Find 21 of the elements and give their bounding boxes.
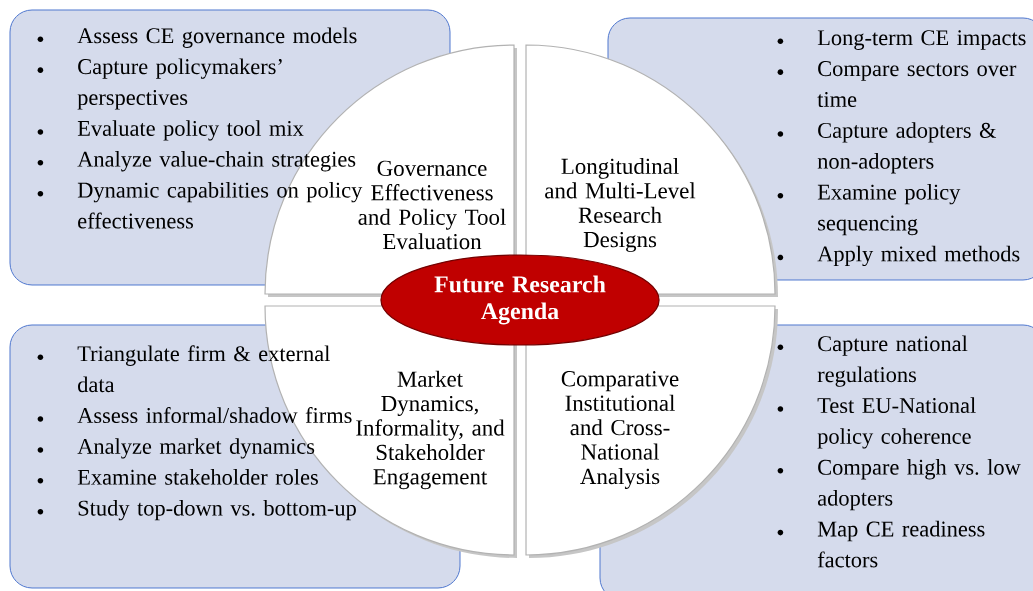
node-label: Capture policymakers’ perspectives [77, 58, 282, 110]
node-label: Triangulate firm & external data [77, 345, 330, 393]
node-label: Examine stakeholder roles [77, 469, 318, 485]
bullet-list: Long-term CE impacts Compare sectors over time Capture adopters & non-adopters Examine policy sequencing Apply mixed methods [777, 30, 1026, 267]
bullet-list: Triangulate firm & external data Assess informal/shadow firms Analyze market dynamics Examine stakeholder roles Study top-down vs. bottom-up [37, 345, 356, 521]
node-label: Map CE readiness factors [817, 520, 985, 568]
node-label: Capture national regulations [817, 335, 968, 387]
node-label: Assess CE governance models [77, 27, 357, 48]
node-label: Test EU-National policy coherence [817, 397, 976, 449]
node-label: Study top-down vs. bottom-up [78, 499, 356, 521]
node-label: Long-term CE impacts [817, 30, 1026, 50]
node-label: Capture adopters & non-adopters [817, 122, 997, 174]
node-label: Apply mixed methods [817, 245, 1020, 267]
node-label: Compare high vs. low adopters [817, 459, 1021, 511]
bullet-list: Capture national regulations Test EU-National policy coherence Compare high vs. low adopters Map CE readiness factors [777, 335, 1021, 568]
node-label: Assess informal/shadow firms [77, 407, 352, 424]
node-label: Examine policy sequencing [817, 183, 961, 236]
node-label: Evaluate policy tool mix [77, 120, 304, 141]
node-label: Analyze market dynamics [77, 438, 315, 459]
node-label: Compare sectors over time [817, 61, 1017, 108]
node-label: Analyze value-chain strategies [77, 151, 356, 172]
